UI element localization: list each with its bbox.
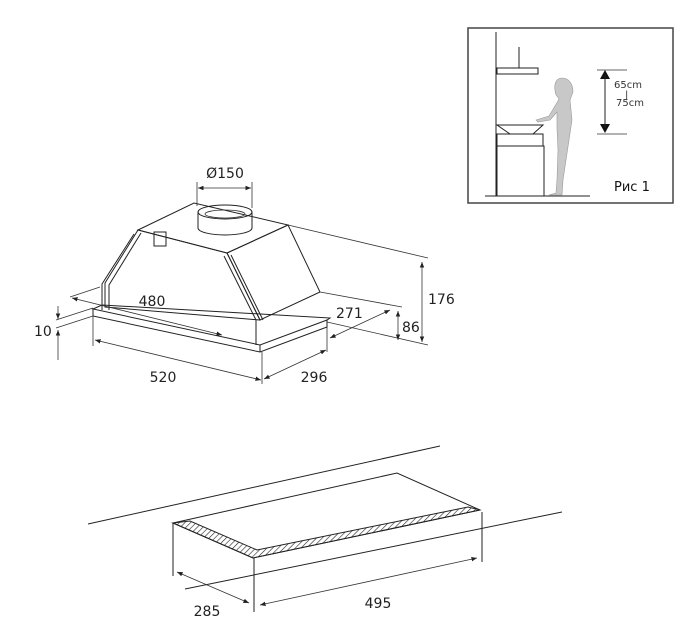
height-separator: | — [625, 90, 628, 101]
plate-thickness-label: 10 — [34, 324, 52, 340]
cutout-drawing: 285 495 — [87, 445, 563, 620]
height-max-label: 75cm — [616, 98, 644, 109]
height-label: 176 — [428, 292, 455, 308]
figure-caption: Рис 1 — [614, 180, 650, 195]
total-width-label: 520 — [150, 370, 177, 386]
body-depth-label: 271 — [336, 306, 363, 322]
total-depth-label: 296 — [301, 370, 328, 386]
duct-diameter-label: Ø150 — [206, 166, 244, 182]
height-min-label: 65cm — [614, 80, 642, 91]
body-height-label: 86 — [402, 320, 420, 336]
cutout-depth-label: 285 — [194, 604, 221, 620]
woman-silhouette-icon — [535, 77, 574, 196]
body-width-label: 480 — [139, 294, 166, 310]
inset-figure: 65cm | 75cm Рис 1 — [467, 27, 674, 204]
cutout-width-label: 495 — [365, 596, 392, 612]
hood-drawing: Ø150 176 86 271 480 — [34, 166, 455, 386]
